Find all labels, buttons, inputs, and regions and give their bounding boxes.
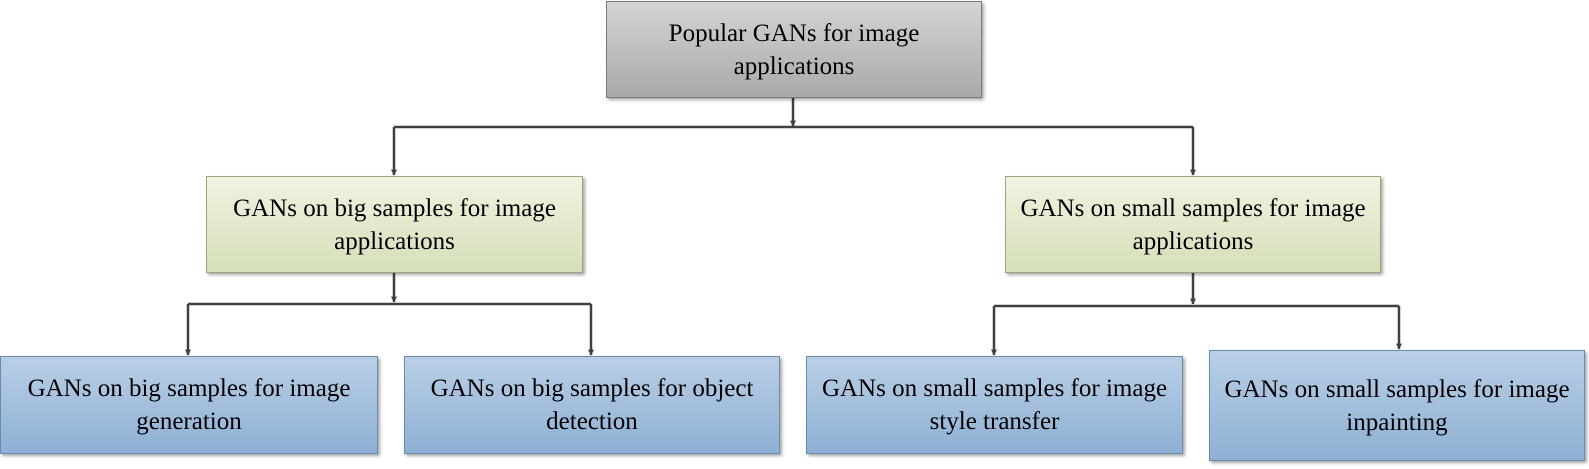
small-inpainting-label: GANs on small samples for image inpainti… (1224, 375, 1570, 436)
big-generation-node: GANs on big samples for image generation (0, 356, 378, 454)
root-node: Popular GANs for image applications (606, 1, 982, 98)
small-style-transfer-node: GANs on small samples for image style tr… (806, 356, 1183, 454)
big-samples-node: GANs on big samples for image applicatio… (206, 176, 583, 273)
big-detection-label: GANs on big samples for object detection (430, 375, 754, 435)
big-samples-label: GANs on big samples for image applicatio… (233, 194, 556, 255)
root-node-label: Popular GANs for image applications (668, 19, 920, 80)
small-samples-node: GANs on small samples for image applicat… (1005, 176, 1381, 273)
big-detection-node: GANs on big samples for object detection (404, 356, 780, 454)
small-style-transfer-label: GANs on small samples for image style tr… (821, 375, 1168, 435)
small-inpainting-node: GANs on small samples for image inpainti… (1209, 350, 1585, 461)
small-samples-label: GANs on small samples for image applicat… (1020, 194, 1366, 255)
big-generation-label: GANs on big samples for image generation (27, 375, 351, 435)
